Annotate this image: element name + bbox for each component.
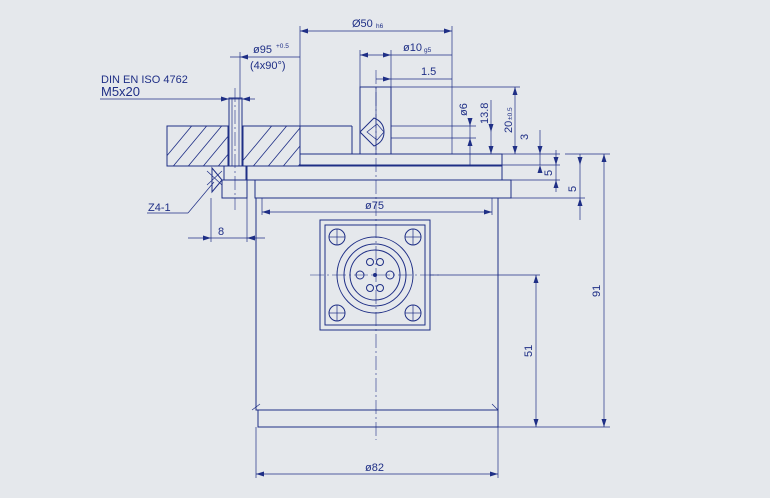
- flange-screw-bl: [328, 304, 346, 322]
- flange-screw-tl: [328, 228, 346, 246]
- dimension-lines: [100, 26, 610, 478]
- mounting-screw: [206, 97, 248, 199]
- dim-d95: ø95: [253, 44, 272, 56]
- dim-d95-tol: +0.5: [276, 43, 289, 50]
- dim-5-upper: 5: [543, 170, 555, 176]
- center-lines: [234, 70, 440, 440]
- dim-51: 51: [523, 345, 535, 357]
- dim-1-5: 1.5: [421, 66, 436, 78]
- shaft: [359, 86, 392, 155]
- dim-d82: ø82: [365, 462, 384, 474]
- encoder-body: [245, 153, 512, 428]
- flange-screw-br: [404, 304, 422, 322]
- dim-d10-tol: g5: [424, 47, 432, 54]
- dim-d95-note: (4x90°): [250, 60, 286, 72]
- dim-3: 3: [519, 134, 531, 140]
- detail-label: Z4-1: [148, 202, 171, 214]
- standard-label: DIN EN ISO 4762: [101, 74, 188, 86]
- dim-20: 20: [503, 121, 515, 133]
- mounting-plate: [166, 125, 353, 167]
- dim-91: 91: [591, 285, 603, 297]
- dim-d50-tol: h6: [376, 23, 384, 30]
- dim-20-tol: ±0.5: [507, 107, 514, 120]
- dim-d10: ø10: [403, 42, 422, 54]
- dim-d6: ø6: [458, 103, 470, 116]
- flange-screw-tr: [404, 228, 422, 246]
- dim-5-lower: 5: [567, 186, 579, 192]
- dim-13-8: 13.8: [479, 103, 491, 124]
- screw-label: M5x20: [101, 84, 140, 99]
- dim-8: 8: [218, 226, 224, 238]
- dim-d75: ø75: [365, 200, 384, 212]
- connector-flange: [319, 219, 431, 331]
- dim-d50: Ø50: [352, 18, 373, 30]
